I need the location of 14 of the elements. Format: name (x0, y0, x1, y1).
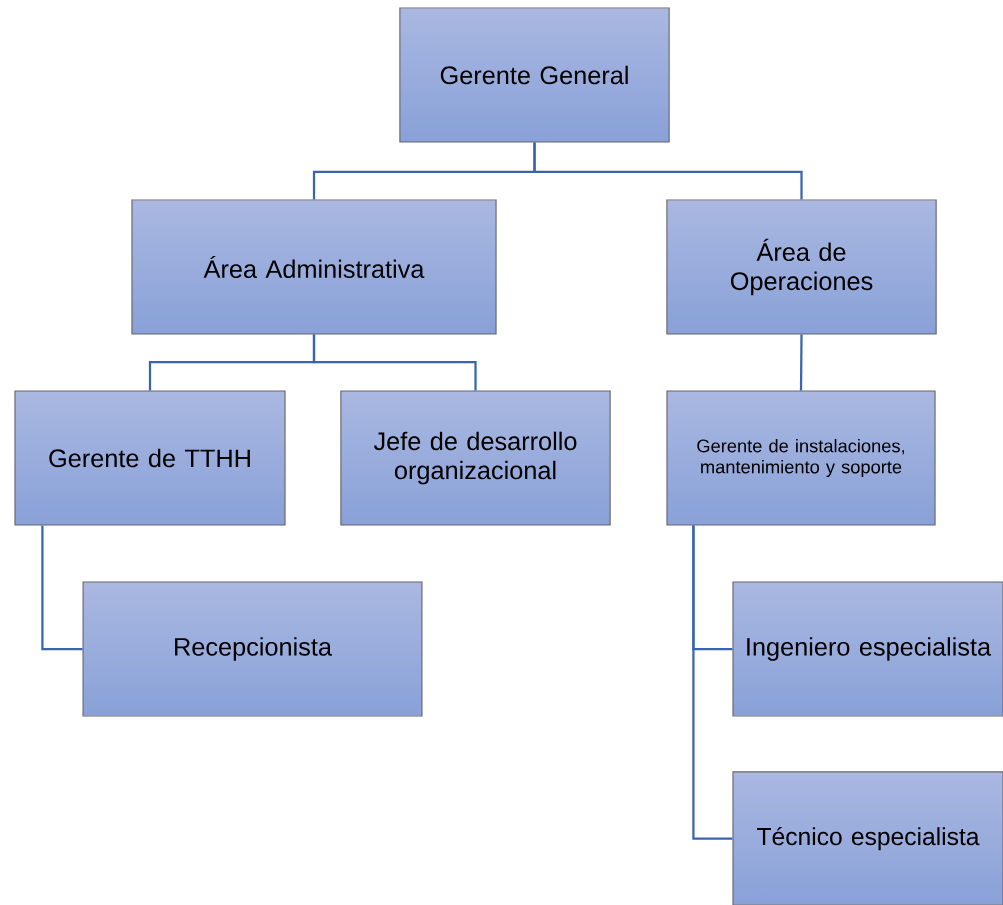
org-box: Técnico especialista (732, 771, 1003, 905)
connector-line (799, 334, 803, 391)
org-box: Gerente General (399, 7, 670, 143)
org-box: Ingeniero especialista (732, 581, 1003, 717)
org-box: Gerente de TTHH (14, 390, 286, 526)
org-box: Área Administrativa (131, 199, 497, 335)
connector-line (692, 525, 733, 840)
connector-line (533, 142, 803, 200)
org-box: Jefe de desarrollo organizacional (340, 390, 611, 526)
connector-line (41, 525, 83, 651)
org-box: Recepcionista (82, 581, 423, 717)
org-box: Área de Operaciones (666, 199, 937, 335)
connector-line (312, 334, 477, 391)
org-box: Gerente de instalaciones, mantenimiento y soporte (666, 390, 936, 526)
